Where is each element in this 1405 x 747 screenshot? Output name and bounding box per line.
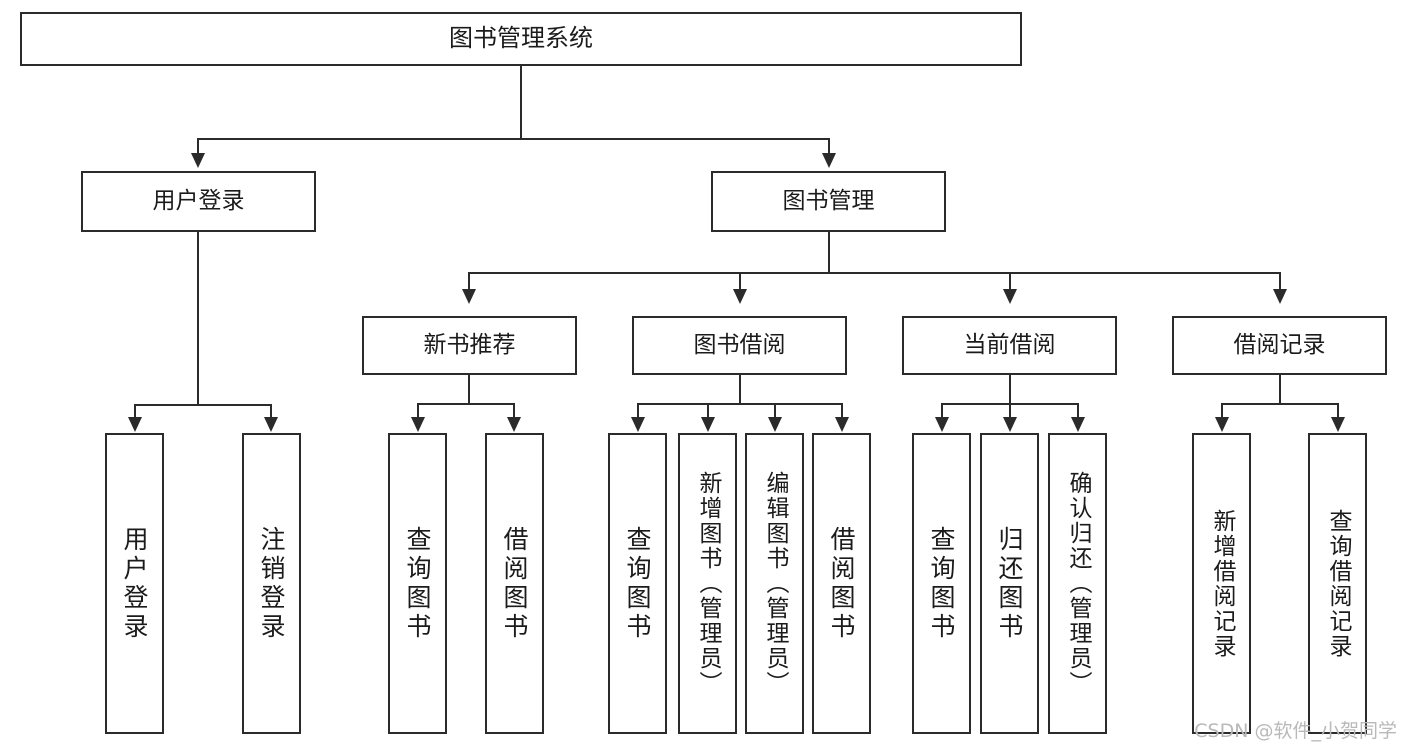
- arrowhead-bookborrow-2: [701, 417, 715, 432]
- connector-borrowrecord-drop-2: [1337, 403, 1339, 417]
- connector-currentborrow-stem: [1009, 375, 1011, 405]
- arrowhead-currentborrow-3: [1071, 417, 1085, 432]
- node-book-manage[interactable]: 图书管理: [711, 171, 946, 232]
- connector-root-bus: [197, 138, 829, 140]
- arrowhead-borrowrecord-1: [1215, 417, 1229, 432]
- node-label: 查询图书: [403, 525, 432, 642]
- connector-l3-drop-3: [1009, 272, 1011, 289]
- connector-newbook-drop-1: [417, 403, 419, 417]
- node-label: 查询图书: [927, 525, 956, 642]
- arrowhead-userlogin-1: [128, 417, 142, 432]
- arrowhead-borrowrecord-2: [1331, 417, 1345, 432]
- arrowhead-bookborrow-1: [631, 417, 645, 432]
- node-user-login[interactable]: 用户登录: [81, 171, 316, 232]
- node-label: 归还图书: [995, 525, 1024, 642]
- connector-borrowrecord-stem: [1279, 375, 1281, 405]
- leaf-edit-book-admin[interactable]: 编辑图书（管理员）: [745, 433, 804, 734]
- connector-currentborrow-drop-2: [1009, 403, 1011, 417]
- node-new-book-recommend[interactable]: 新书推荐: [362, 316, 577, 375]
- connector-bookmanage-stem: [828, 232, 830, 274]
- arrowhead-newbook-2: [507, 417, 521, 432]
- node-label: 图书管理: [782, 188, 875, 215]
- node-label: 借阅图书: [500, 525, 529, 642]
- connector-newbook-stem: [468, 375, 470, 405]
- node-label: 编辑图书（管理员）: [762, 471, 788, 696]
- node-label: 查询图书: [623, 525, 652, 642]
- leaf-return-book[interactable]: 归还图书: [980, 433, 1039, 734]
- connector-l3-drop-1: [468, 272, 470, 289]
- leaf-query-book-borrow[interactable]: 查询图书: [608, 433, 667, 734]
- connector-currentborrow-drop-3: [1077, 403, 1079, 417]
- node-label: 新增借阅记录: [1209, 508, 1235, 659]
- arrowhead-l3-2: [733, 289, 747, 304]
- connector-bookborrow-drop-1: [637, 403, 639, 417]
- node-root-system[interactable]: 图书管理系统: [20, 12, 1022, 66]
- leaf-logout[interactable]: 注销登录: [242, 433, 301, 734]
- node-label: 用户登录: [120, 525, 149, 642]
- connector-borrowrecord-bus: [1221, 403, 1338, 405]
- connector-bookmanage-bus: [468, 272, 1280, 274]
- connector-root-stem: [520, 66, 522, 139]
- connector-userlogin-drop-1: [134, 404, 136, 417]
- leaf-user-login[interactable]: 用户登录: [105, 433, 164, 734]
- node-label: 当前借阅: [963, 332, 1056, 359]
- connector-currentborrow-drop-1: [941, 403, 943, 417]
- arrowhead-currentborrow-1: [935, 417, 949, 432]
- leaf-add-borrow-record[interactable]: 新增借阅记录: [1192, 433, 1251, 734]
- leaf-query-borrow-record[interactable]: 查询借阅记录: [1308, 433, 1367, 734]
- node-label: 借阅图书: [827, 525, 856, 642]
- leaf-borrow-book-recommend[interactable]: 借阅图书: [485, 433, 544, 734]
- arrowhead-newbook-1: [411, 417, 425, 432]
- leaf-add-book-admin[interactable]: 新增图书（管理员）: [678, 433, 737, 734]
- leaf-query-book-recommend[interactable]: 查询图书: [388, 433, 447, 734]
- connector-borrowrecord-drop-1: [1221, 403, 1223, 417]
- connector-newbook-drop-2: [513, 403, 515, 417]
- node-label: 确认归还（管理员）: [1065, 471, 1091, 696]
- connector-bookborrow-bus: [637, 403, 842, 405]
- leaf-confirm-return-admin[interactable]: 确认归还（管理员）: [1048, 433, 1107, 734]
- node-label: 注销登录: [257, 525, 286, 642]
- arrowhead-currentborrow-2: [1003, 417, 1017, 432]
- connector-userlogin-bus: [134, 404, 272, 406]
- connector-bookborrow-stem: [739, 375, 741, 405]
- arrowhead-l3-4: [1273, 289, 1287, 304]
- node-label: 新书推荐: [423, 332, 516, 359]
- node-label: 借阅记录: [1233, 332, 1326, 359]
- node-label: 图书管理系统: [449, 24, 593, 53]
- connector-userlogin-stem: [197, 232, 199, 406]
- connector-bookborrow-drop-3: [774, 403, 776, 417]
- connector-bookborrow-drop-4: [841, 403, 843, 417]
- leaf-borrow-book[interactable]: 借阅图书: [812, 433, 871, 734]
- arrowhead-l3-3: [1003, 289, 1017, 304]
- node-borrow-record[interactable]: 借阅记录: [1172, 316, 1387, 375]
- arrowhead-to-user-login: [191, 153, 205, 168]
- leaf-query-book-current[interactable]: 查询图书: [912, 433, 971, 734]
- arrowhead-userlogin-2: [264, 417, 278, 432]
- connector-root-drop-right: [828, 138, 830, 155]
- connector-bookborrow-drop-2: [707, 403, 709, 417]
- node-label: 查询借阅记录: [1325, 508, 1351, 659]
- connector-l3-drop-2: [739, 272, 741, 289]
- connector-userlogin-drop-2: [270, 404, 272, 417]
- connector-root-drop-left: [197, 138, 199, 155]
- watermark-csdn: CSDN @软件_小贺同学: [1194, 720, 1397, 742]
- arrowhead-l3-1: [462, 289, 476, 304]
- node-label: 用户登录: [152, 188, 245, 215]
- arrowhead-to-book-manage: [822, 153, 836, 168]
- node-label: 图书借阅: [693, 332, 786, 359]
- connector-newbook-bus: [417, 403, 515, 405]
- node-label: 新增图书（管理员）: [695, 471, 721, 696]
- node-book-borrow[interactable]: 图书借阅: [632, 316, 847, 375]
- node-current-borrow[interactable]: 当前借阅: [902, 316, 1117, 375]
- arrowhead-bookborrow-3: [768, 417, 782, 432]
- connector-l3-drop-4: [1279, 272, 1281, 289]
- arrowhead-bookborrow-4: [835, 417, 849, 432]
